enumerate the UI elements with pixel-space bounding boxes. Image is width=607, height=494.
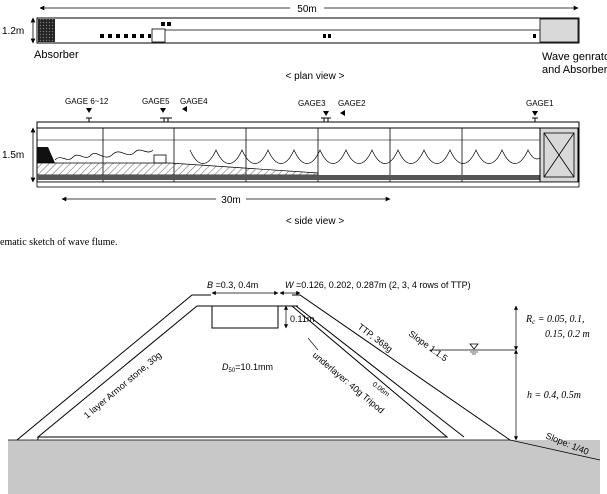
flume-top-rail <box>36 121 580 129</box>
plan-length-label: 50m <box>297 4 316 15</box>
crest-block <box>211 305 279 329</box>
freeboard-label-1: Rc = 0.05, 0.1, <box>525 314 584 326</box>
side-absorber-block <box>37 147 55 163</box>
plan-wave-generator-block <box>539 18 579 43</box>
front-slope-label: Slope 1:1.5 <box>407 329 450 364</box>
plan-structure-box <box>151 28 166 43</box>
plan-absorber-label: Absorber <box>34 49 79 61</box>
underlayer-outline <box>295 305 465 438</box>
plan-absorber-block <box>38 19 55 42</box>
side-height-label: 1.5m <box>2 150 24 161</box>
crest-width-label: B =0.3, 0.4m <box>207 280 258 290</box>
gage5-label: GAGE5 <box>142 97 170 106</box>
plan-view: 50m 1.2m Absorber Wave genrator and Abso… <box>2 2 607 82</box>
gage4-label: GAGE4 <box>180 97 208 106</box>
figure-caption: ematic sketch of wave flume. <box>0 237 117 248</box>
plan-flume-outline <box>36 17 580 44</box>
side-length-label: 30m <box>221 195 240 206</box>
ttp-layer-outline <box>292 294 511 441</box>
side-view: GAGE 6~12 GAGE5 GAGE4 GAGE3 GAGE2 GAGE1 <box>2 97 580 227</box>
breakwater-section: B =0.3, 0.4m W =0.126, 0.202, 0.287m (2,… <box>8 280 601 494</box>
freeboard-label-2: 0.15, 0.2 m <box>545 329 590 340</box>
d50-label: D50=10.1mm <box>222 362 273 374</box>
armor-layer-outline <box>16 294 211 441</box>
flume-floor <box>37 175 540 180</box>
w-width-label: W =0.126, 0.202, 0.287m (2, 3, 4 rows of… <box>285 280 471 290</box>
plan-wave-generator-label-1: Wave genrator <box>542 51 607 63</box>
wave-profile <box>54 149 547 164</box>
gage-6-12-label: GAGE 6~12 <box>65 97 109 106</box>
side-bottom-slope <box>36 162 319 176</box>
gage3-label: GAGE3 <box>298 99 326 108</box>
plan-width-label: 1.2m <box>2 26 24 37</box>
side-structure-model <box>153 154 167 164</box>
seabed-fill <box>8 440 600 494</box>
plan-view-caption: < plan view > <box>286 71 345 82</box>
water-level-symbol <box>469 343 479 350</box>
side-view-caption: < side view > <box>286 216 345 227</box>
plan-wave-generator-label-2: and Absorber <box>542 64 607 76</box>
water-depth-label: h = 0.4, 0.5m <box>527 390 581 401</box>
plan-gage-markers <box>100 22 536 38</box>
gage2-label: GAGE2 <box>338 99 366 108</box>
crest-height-label: 0.11m <box>290 314 314 324</box>
bottom-slope-line <box>509 439 601 461</box>
flume-base-rail <box>36 181 580 188</box>
gage-pointer-arrows <box>86 106 538 116</box>
gage1-label: GAGE1 <box>526 99 554 108</box>
